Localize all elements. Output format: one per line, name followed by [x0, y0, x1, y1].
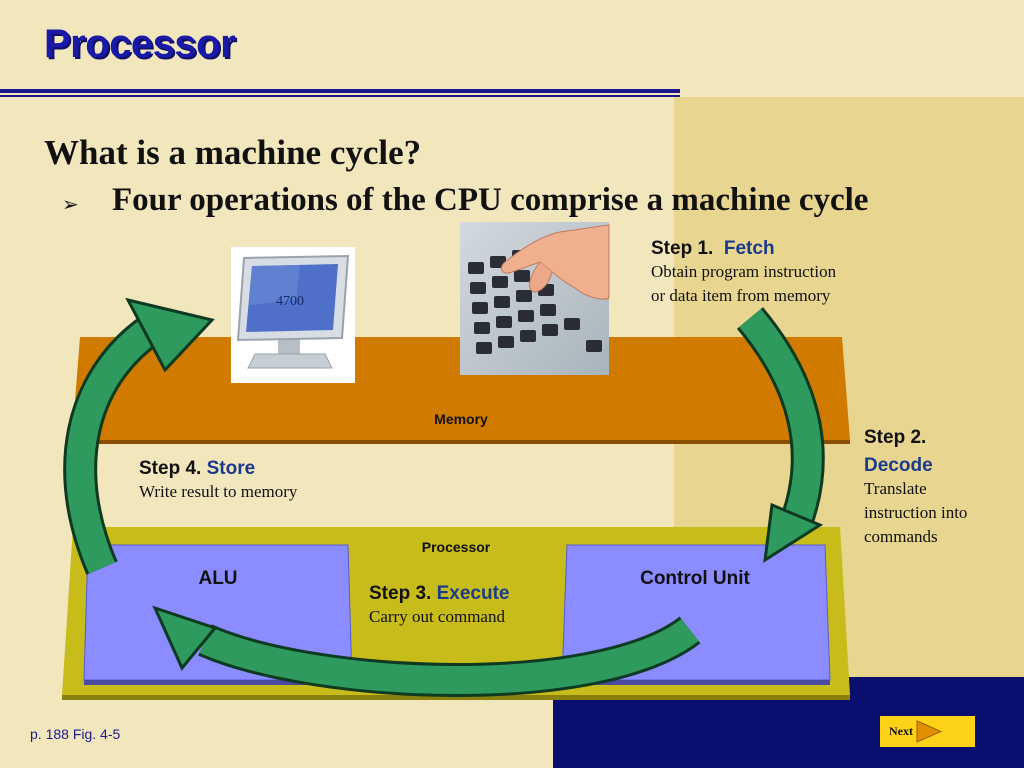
page-reference: p. 188 Fig. 4-5: [30, 726, 121, 742]
memory-label: Memory: [434, 411, 488, 427]
step-2-prefix: Step 2.: [864, 427, 927, 448]
title-rule: [0, 89, 680, 93]
execute-arrow: [152, 605, 701, 697]
step-3-prefix: Step 3.: [369, 583, 432, 604]
step-4-store: Step 4. Store Write result to memory: [139, 458, 297, 504]
control-unit-label: Control Unit: [640, 568, 750, 589]
step-3-desc-line-1: Carry out command: [369, 607, 505, 626]
next-button-label: Next: [889, 724, 913, 738]
processor-label: Processor: [422, 539, 491, 555]
step-2-desc-line-3: commands: [864, 527, 938, 546]
step-3-name: Execute: [436, 583, 510, 604]
bullet-arrow-icon: ➢: [62, 194, 79, 216]
step-1-prefix: Step 1.: [651, 238, 714, 259]
fetch-decode-arrow: [736, 307, 825, 563]
step-1-name: Fetch: [723, 238, 775, 259]
step-2-desc-line-2: instruction into: [864, 503, 968, 522]
monitor-screen-text: 4700: [276, 294, 304, 309]
step-1-desc-line-2: or data item from memory: [651, 286, 831, 305]
step-4-prefix: Step 4.: [139, 458, 202, 479]
title-rule-thin: [0, 95, 680, 97]
step-4-name: Store: [206, 458, 256, 479]
store-arrow: [63, 297, 215, 575]
step-2-decode: Step 2. Decode Translate instruction int…: [864, 427, 967, 549]
step-3-execute: Step 3. Execute Carry out command: [369, 583, 509, 629]
step-2-desc-line-1: Translate: [864, 479, 927, 498]
step-1-desc-line-1: Obtain program instruction: [651, 262, 837, 281]
play-arrow-icon: [916, 720, 942, 743]
monitor-image: 4700: [231, 247, 355, 383]
question-heading: What is a machine cycle?: [44, 133, 422, 172]
keyboard-hand-image: [460, 222, 610, 375]
step-2-name: Decode: [864, 455, 933, 476]
next-button[interactable]: Next: [880, 716, 975, 747]
step-4-desc-line-1: Write result to memory: [139, 482, 298, 501]
step-1-fetch: Step 1. Fetch Obtain program instruction…: [651, 238, 836, 308]
slide-title: Processor: [44, 22, 236, 66]
alu-label: ALU: [198, 568, 237, 589]
bullet-text: Four operations of the CPU comprise a ma…: [112, 182, 869, 218]
